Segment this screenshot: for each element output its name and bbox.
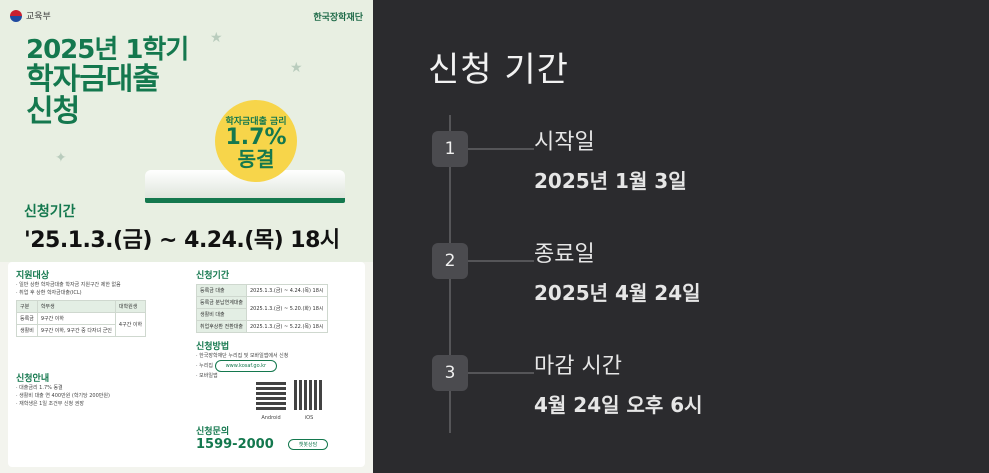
star-decoration-icon: ★ — [210, 30, 223, 46]
poster-title-semester: 2025년 1학기 — [26, 35, 189, 65]
qr-ios: iOS — [294, 380, 324, 422]
step-value: 4월 24일 오후 6시 — [534, 393, 703, 417]
table-cell: 9구간 이하, 9구간 중 다자녀 군인 — [36, 324, 116, 337]
scholarship-loan-poster: 교육부 한국장학재단 ★ ★ ✦ 2025년 1학기 학자금대출 신청 학자금대… — [0, 0, 373, 473]
star-decoration-icon: ★ — [290, 60, 303, 76]
contact-row: 1599-2000 챗봇상담 — [196, 437, 358, 452]
ministry-logo: 교육부 — [10, 9, 51, 22]
table-header-cell: 학부생 — [36, 300, 116, 313]
chatbot-button[interactable]: 챗봇상담 — [287, 439, 329, 450]
poster-title: 2025년 1학기 학자금대출 신청 — [26, 35, 189, 129]
step-label: 마감 시간 — [534, 354, 622, 379]
rate-value: 1.7% — [225, 124, 287, 150]
method-app-label: · 모바일앱 — [196, 373, 218, 379]
step-value: 2025년 1월 3일 — [534, 169, 687, 193]
table-cell: 생활비 대출 — [196, 308, 247, 321]
step-label: 종료일 — [534, 242, 595, 267]
table-cell: 2025.1.3.(금) ~ 4.24.(목) 18시 — [246, 284, 328, 297]
section-guide-heading: 신청안내 — [16, 374, 50, 384]
qr-ios-label: iOS — [304, 415, 314, 421]
target-line: · 취업 후 상환 학자금대출(ICL) — [16, 290, 82, 296]
method-web-label: · 누리집 — [196, 363, 213, 369]
qr-code-icon — [256, 380, 286, 410]
target-line: · 일반 상환 학자금대출 학자금 지원구간 제한 없음 — [16, 282, 121, 288]
rate-status: 동결 — [237, 146, 275, 171]
contact-phone: 1599-2000 — [196, 437, 274, 452]
method-line: · 한국장학재단 누리집 및 모바일앱에서 신청 — [196, 353, 289, 359]
taegukgi-icon — [10, 9, 22, 22]
guide-line: · 대출금리 1.7% 동결 — [16, 385, 63, 391]
section-contact-heading: 신청문의 — [196, 427, 230, 437]
table-cell: 9구간 이하 — [36, 312, 116, 325]
table-cell: 취업후상환 전환대출 — [196, 320, 247, 333]
target-table: 구분 학부생 대학원생 등록금 9구간 이하 4구간 이하 생활비 9구간 이하… — [16, 300, 147, 337]
interest-rate-badge: 학자금대출 금리 1.7% 동결 — [215, 100, 297, 182]
details-left-column: 지원대상 · 일반 상환 학자금대출 학자금 지원구간 제한 없음 · 취업 후… — [16, 268, 186, 408]
step-value: 2025년 4월 24일 — [534, 281, 701, 305]
section-method-heading: 신청방법 — [196, 342, 230, 352]
table-header-cell: 대학원생 — [114, 300, 147, 313]
table-cell: 등록금 대출 — [196, 284, 247, 297]
section-period-heading: 신청기간 — [196, 271, 230, 281]
step-connector — [468, 372, 534, 374]
qr-android-label: Android — [261, 415, 281, 421]
table-header-cell: 구분 — [16, 300, 38, 313]
table-cell: 등록금 분납연계대출 — [196, 296, 247, 309]
table-cell: 등록금 — [16, 312, 38, 325]
step-connector — [468, 148, 534, 150]
method-web: · 누리집 www.kosaf.go.kr — [196, 360, 358, 372]
poster-header-area — [0, 0, 373, 262]
ministry-name: 교육부 — [26, 12, 51, 22]
qr-codes: Android iOS — [256, 380, 358, 422]
step-connector — [468, 260, 534, 262]
rate-caption: 학자금대출 금리 — [225, 116, 287, 127]
agency-logo: 한국장학재단 — [313, 13, 363, 23]
table-cell: 2025.1.3.(금) ~ 5.22.(목) 18시 — [246, 320, 328, 333]
table-cell: 생활비 — [16, 324, 38, 337]
poster-details: 지원대상 · 일반 상환 학자금대출 학자금 지원구간 제한 없음 · 취업 후… — [8, 262, 365, 467]
section-target-heading: 지원대상 — [16, 271, 50, 281]
step-number-badge: 1 — [432, 131, 468, 167]
poster-period-label: 신청기간 — [24, 204, 76, 220]
star-decoration-icon: ✦ — [55, 150, 67, 166]
table-cell: 4구간 이하 — [114, 312, 147, 337]
step-number-badge: 2 — [432, 243, 468, 279]
website-link[interactable]: www.kosaf.go.kr — [214, 360, 278, 372]
table-cell: 2025.1.3.(금) ~ 5.20.(화) 18시 — [246, 296, 328, 321]
qr-code-icon — [294, 380, 324, 410]
panel-title: 신청 기간 — [428, 50, 569, 90]
guide-line: · 재학생은 1일 조건부 신청 권장 — [16, 401, 84, 407]
poster-period-text: '25.1.3.(금) ~ 4.24.(목) 18시 — [24, 228, 340, 253]
step-number-badge: 3 — [432, 355, 468, 391]
qr-android: Android — [256, 380, 286, 422]
poster-title-loan: 학자금대출 — [26, 62, 160, 98]
poster-title-apply: 신청 — [26, 93, 80, 129]
step-label: 시작일 — [534, 130, 595, 155]
guide-line: · 생활비 대출 연 400만원 (학기당 200만원) — [16, 393, 110, 399]
